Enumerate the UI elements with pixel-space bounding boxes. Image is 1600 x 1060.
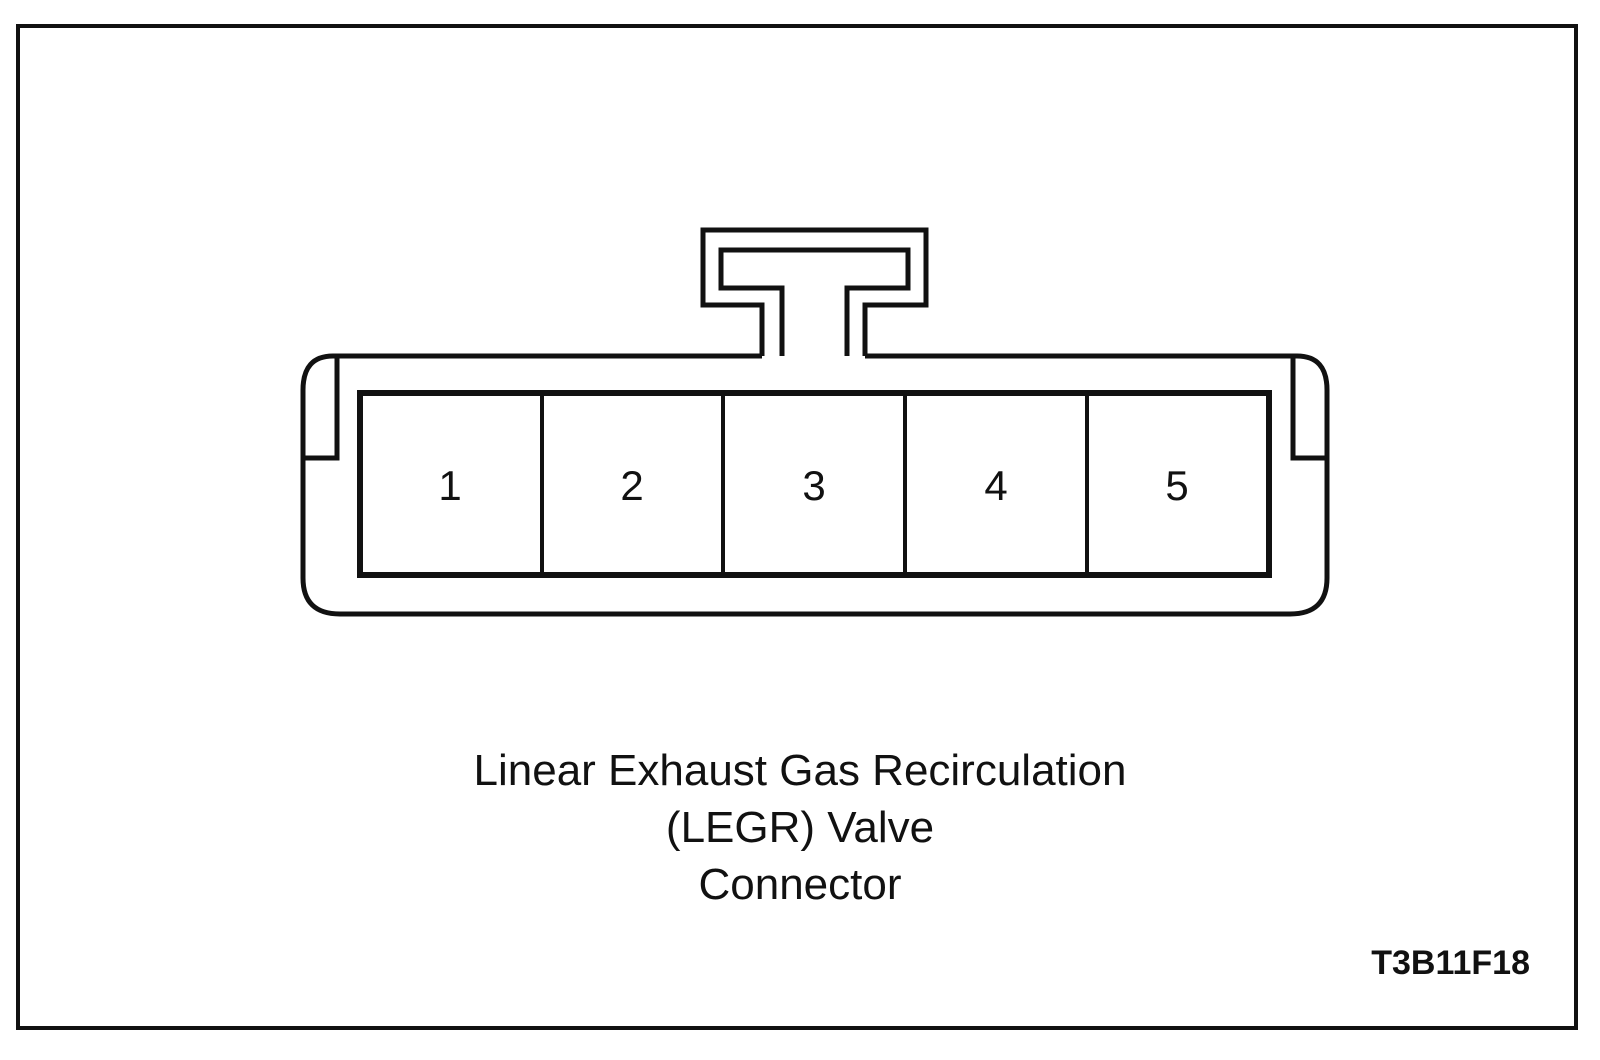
left-latch-notch: [305, 358, 340, 461]
pin-number-3: 3: [802, 462, 825, 509]
figure-code: T3B11F18: [1371, 944, 1530, 982]
caption-line-3: Connector: [698, 860, 902, 909]
connector-locking-tab-outer: [700, 227, 929, 356]
diagram-caption: Linear Exhaust Gas Recirculation (LEGR) …: [0, 742, 1600, 913]
caption-line-1: Linear Exhaust Gas Recirculation: [473, 746, 1127, 795]
pin-number-4: 4: [984, 462, 1007, 509]
connector-locking-tab-inner: [718, 247, 911, 356]
caption-line-2: (LEGR) Valve: [665, 803, 935, 852]
terminal-cavity-block: [357, 390, 1272, 578]
pin-number-1: 1: [438, 462, 461, 509]
pin-number-2: 2: [620, 462, 643, 509]
pin-number-5: 5: [1165, 462, 1188, 509]
right-latch-notch: [1290, 358, 1325, 461]
